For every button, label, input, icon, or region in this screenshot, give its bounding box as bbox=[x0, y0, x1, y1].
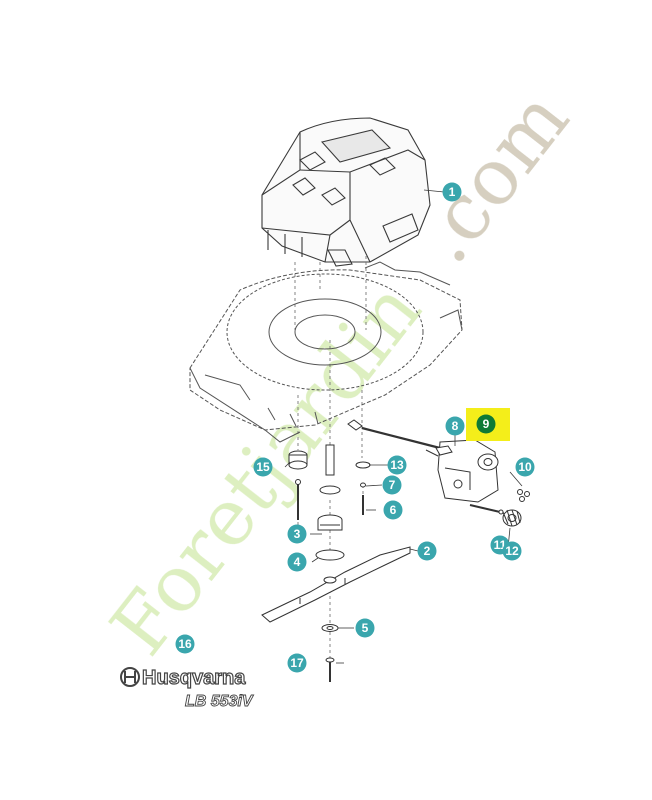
callout-13-label: 13 bbox=[390, 458, 404, 472]
callout-16[interactable]: 16 bbox=[175, 634, 195, 654]
wheel-gear-part-12 bbox=[498, 509, 522, 527]
drive-shaft bbox=[347, 419, 501, 513]
washer-part-5 bbox=[321, 624, 339, 632]
callout-5-label: 5 bbox=[362, 621, 369, 635]
callout-1[interactable]: 1 bbox=[442, 182, 462, 202]
callout-9-label: 9 bbox=[483, 417, 490, 431]
model-text: LB 553iV bbox=[185, 693, 254, 710]
callout-8-label: 8 bbox=[452, 419, 459, 433]
callout-13[interactable]: 13 bbox=[387, 455, 407, 475]
callout-15[interactable]: 15 bbox=[253, 457, 273, 477]
callout-1-label: 1 bbox=[449, 185, 456, 199]
callout-10-label: 10 bbox=[518, 460, 532, 474]
husqvarna-logo: Husqvarna LB 553iV bbox=[120, 666, 254, 710]
callout-7-label: 7 bbox=[389, 478, 396, 492]
screws-part-10 bbox=[517, 489, 530, 502]
callout-17[interactable]: 17 bbox=[287, 653, 307, 673]
callout-3[interactable]: 3 bbox=[287, 524, 307, 544]
callout-2-label: 2 bbox=[424, 544, 431, 558]
callout-10[interactable]: 10 bbox=[515, 457, 535, 477]
callout-8[interactable]: 8 bbox=[445, 416, 465, 436]
bolt-part-17 bbox=[325, 657, 335, 682]
callout-17-label: 17 bbox=[290, 656, 304, 670]
callout-7[interactable]: 7 bbox=[382, 475, 402, 495]
callout-4-label: 4 bbox=[294, 555, 301, 569]
callout-9[interactable]: 9 bbox=[476, 414, 496, 434]
callout-2[interactable]: 2 bbox=[417, 541, 437, 561]
gearbox-part-9 bbox=[425, 439, 499, 503]
callout-16-label: 16 bbox=[178, 637, 192, 651]
callout-6-label: 6 bbox=[390, 503, 397, 517]
callout-4[interactable]: 4 bbox=[287, 552, 307, 572]
blade-hub-part-3 bbox=[315, 444, 345, 561]
callout-6[interactable]: 6 bbox=[383, 500, 403, 520]
callout-12-label: 12 bbox=[505, 544, 519, 558]
washer-part-13 bbox=[355, 461, 371, 515]
bearing-part-15 bbox=[288, 450, 308, 520]
callout-12[interactable]: 12 bbox=[502, 541, 522, 561]
blade-part-2 bbox=[261, 546, 411, 623]
mower-deck bbox=[189, 261, 463, 443]
top-cover bbox=[261, 117, 431, 267]
logo-wordmark: Husqvarna bbox=[142, 667, 246, 689]
callout-5[interactable]: 5 bbox=[355, 618, 375, 638]
callout-15-label: 15 bbox=[256, 460, 270, 474]
callout-3-label: 3 bbox=[294, 527, 301, 541]
